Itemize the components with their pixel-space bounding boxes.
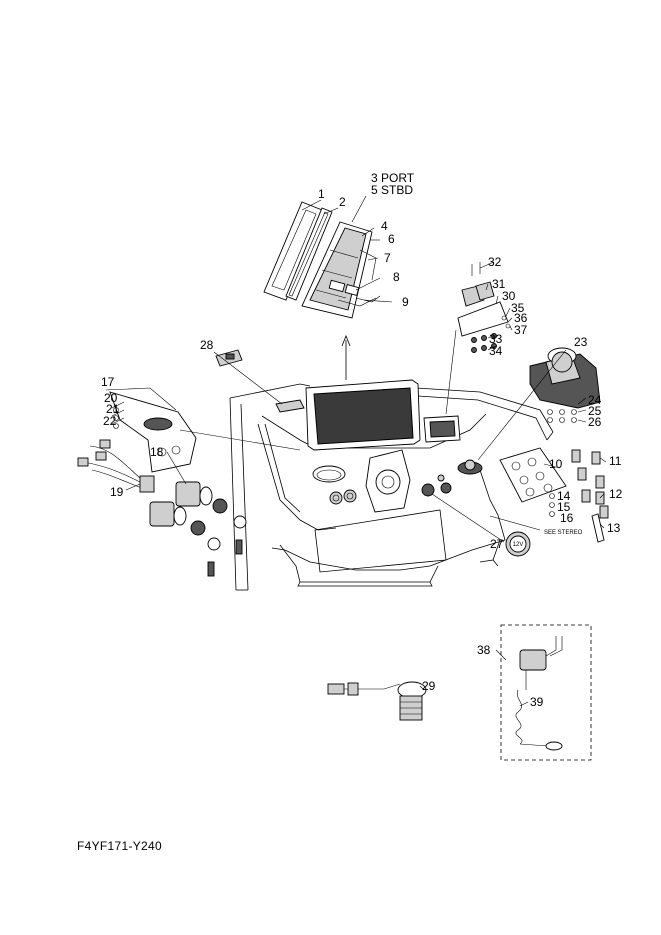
socket-marking: 12V [513, 542, 524, 548]
switch-plate-group [499, 447, 609, 543]
callout-34: 34 [489, 344, 503, 358]
callout-18: 18 [150, 445, 164, 459]
cable-29-group [327, 681, 427, 721]
leader-lines [105, 195, 607, 707]
callout-32: 32 [488, 255, 502, 269]
callout-22: 22 [103, 414, 117, 428]
callout-31: 31 [492, 277, 506, 291]
callout-35: 35 [511, 301, 525, 315]
callout-1: 1 [318, 187, 325, 201]
callouts: 1 2 3 PORT 5 STBD 4 6 7 8 9 10 11 12 13 … [101, 171, 623, 709]
callout-24: 24 [588, 393, 602, 407]
callout-12: 12 [609, 487, 623, 501]
callout-6: 6 [388, 232, 395, 246]
display-unit-group [301, 221, 381, 319]
callout-38: 38 [477, 643, 491, 657]
callout-19: 19 [110, 485, 124, 499]
callout-4: 4 [381, 219, 388, 233]
callout-15: 15 [557, 500, 571, 514]
part-28-group [215, 349, 243, 367]
callout-5-stbd: 5 STBD [371, 183, 413, 197]
callout-2: 2 [339, 195, 346, 209]
callout-7: 7 [384, 251, 391, 265]
callout-14: 14 [557, 489, 571, 503]
callout-26: 26 [588, 415, 602, 429]
callout-33: 33 [489, 332, 503, 346]
display-cover-group [263, 201, 333, 301]
callout-29: 29 [422, 679, 436, 693]
callout-39: 39 [530, 695, 544, 709]
key-switch-group [149, 481, 247, 577]
callout-28: 28 [200, 338, 214, 352]
power-socket-group: 12V [505, 531, 531, 557]
callout-17: 17 [101, 375, 115, 389]
callout-25: 25 [588, 404, 602, 418]
callout-8: 8 [393, 270, 400, 284]
callout-3-port: 3 PORT [371, 171, 415, 185]
callout-16: 16 [560, 511, 574, 525]
side-panel-group [109, 391, 197, 473]
callout-20: 20 [104, 391, 118, 405]
callout-10: 10 [549, 457, 563, 471]
callout-13: 13 [607, 521, 621, 535]
callout-30: 30 [502, 289, 516, 303]
callout-36: 36 [514, 311, 528, 325]
see-stereo-note: SEE STEREO [544, 530, 583, 536]
callout-9: 9 [402, 295, 409, 309]
callout-37: 37 [514, 323, 528, 337]
lanyard-group [500, 624, 592, 761]
document-code: F4YF171-Y240 [77, 839, 162, 853]
throttle-group [529, 347, 601, 423]
callout-21: 21 [106, 402, 120, 416]
bracket-group [457, 262, 511, 353]
callout-23: 23 [574, 335, 588, 349]
dash-console [229, 379, 554, 591]
callout-27: 27 [490, 537, 504, 551]
callout-11: 11 [609, 454, 622, 468]
